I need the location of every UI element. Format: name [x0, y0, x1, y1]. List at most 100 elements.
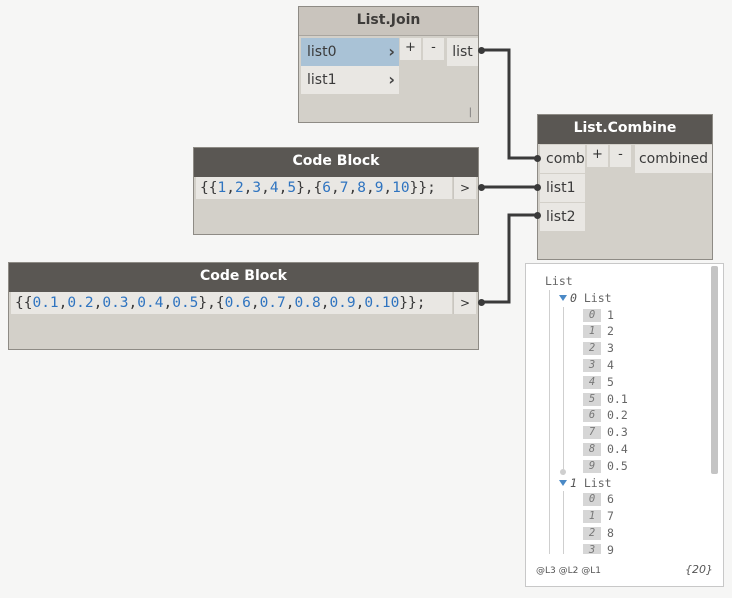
code-punctuation: }}; [399, 295, 426, 311]
code-number: 0.7 [259, 295, 286, 311]
code-punctuation: , [365, 180, 375, 196]
item-value: 0.5 [607, 458, 628, 473]
code-number: 4 [269, 180, 279, 196]
code-number: 6 [322, 180, 332, 196]
code-punctuation: , [93, 295, 103, 311]
code-block-node-2[interactable]: Code Block {{0.1,0.2,0.3,0.4,0.5},{0.6,0… [8, 262, 479, 350]
wire-join-to-combine[interactable] [482, 48, 538, 160]
output-port[interactable]: > [453, 292, 476, 314]
node-title: List.Join [299, 7, 478, 36]
expand-caret-icon[interactable] [559, 295, 567, 302]
code-number: 0.1 [32, 295, 59, 311]
item-value: 4 [607, 358, 614, 372]
code-punctuation: , [58, 295, 68, 311]
item-value: 0.1 [607, 391, 628, 406]
remove-input-button[interactable]: - [610, 145, 632, 167]
item-index: 7 [583, 426, 601, 440]
code-punctuation: {{ [15, 295, 33, 311]
port-label: list0 [307, 44, 337, 60]
item-value: 1 [607, 307, 614, 322]
list-join-node[interactable]: List.Join list0 › list1 › + - list | [298, 6, 479, 123]
input-port-list1[interactable]: list1 [540, 174, 585, 202]
output-port-combined[interactable]: combined [635, 145, 712, 173]
code-number: 0.3 [102, 295, 129, 311]
chevron-right-icon: › [388, 42, 395, 61]
code-editor[interactable]: {{1,2,3,4,5},{6,7,8,9,10}}; [196, 177, 452, 199]
code-punctuation: , [278, 180, 288, 196]
group-index: 0 [570, 290, 577, 305]
port-label: list1 [307, 72, 337, 88]
item-index: 6 [583, 409, 601, 423]
group-label: List [576, 475, 612, 490]
item-index: 3 [583, 359, 601, 372]
node-title: List.Combine [538, 115, 712, 144]
output-connector-dot[interactable] [478, 299, 485, 306]
item-index: 4 [583, 375, 601, 389]
item-value: 7 [607, 509, 614, 524]
code-number: 2 [234, 180, 244, 196]
input-port-list1[interactable]: list1 › [301, 66, 399, 94]
code-editor[interactable]: {{0.1,0.2,0.3,0.4,0.5},{0.6,0.7,0.8,0.9,… [11, 292, 452, 314]
item-value: 2 [607, 324, 614, 339]
code-punctuation: , [383, 180, 393, 196]
expand-caret-icon[interactable] [559, 480, 567, 487]
code-punctuation: , [348, 180, 358, 196]
item-index: 1 [583, 510, 601, 524]
chevron-right-icon: › [388, 70, 395, 89]
output-port[interactable]: > [453, 177, 476, 199]
output-port-list[interactable]: list [447, 38, 478, 66]
tree-guide-line [549, 290, 550, 554]
code-punctuation: , [331, 180, 340, 196]
input-connector-dot[interactable] [534, 184, 541, 191]
code-number: 8 [357, 180, 366, 196]
code-number: 0.4 [137, 295, 164, 311]
code-number: 0.8 [294, 295, 321, 311]
input-port-list0[interactable]: list0 › [301, 38, 399, 66]
resize-handle[interactable]: | [468, 107, 472, 118]
preview-footer: @L3 @L2 @L1 {20} [526, 556, 723, 586]
code-number: 0.6 [224, 295, 251, 311]
tree-guide-line [563, 491, 564, 554]
code-block-node-1[interactable]: Code Block {{1,2,3,4,5},{6,7,8,9,10}}; > [193, 147, 479, 235]
code-punctuation: },{ [296, 180, 323, 196]
input-port-comb[interactable]: comb [540, 145, 585, 173]
code-number: 10 [392, 180, 410, 196]
code-punctuation: , [320, 295, 330, 311]
item-value: 9 [607, 542, 614, 554]
input-connector-dot[interactable] [534, 155, 541, 162]
output-connector-dot[interactable] [478, 184, 485, 191]
scrollbar[interactable] [711, 266, 718, 474]
output-connector-dot[interactable] [478, 47, 485, 54]
input-port-list2[interactable]: list2 [540, 203, 585, 231]
add-input-button[interactable]: + [587, 145, 609, 167]
code-punctuation: , [226, 180, 235, 196]
remove-input-button[interactable]: - [423, 38, 445, 60]
tree-group-row[interactable]: 1 List [559, 475, 612, 492]
code-punctuation: , [355, 295, 365, 311]
list-combine-node[interactable]: List.Combine comb list1 list2 + - combin… [537, 114, 713, 260]
group-label: List [576, 290, 612, 305]
code-punctuation: , [128, 295, 138, 311]
tree-group-row[interactable]: 0 List [559, 290, 612, 307]
input-connector-dot[interactable] [534, 212, 541, 219]
item-value: 0.3 [607, 425, 628, 440]
code-number: 3 [252, 180, 262, 196]
list-levels[interactable]: @L3 @L2 @L1 [536, 566, 601, 576]
item-value: 0.4 [607, 442, 628, 456]
add-input-button[interactable]: + [400, 38, 422, 60]
